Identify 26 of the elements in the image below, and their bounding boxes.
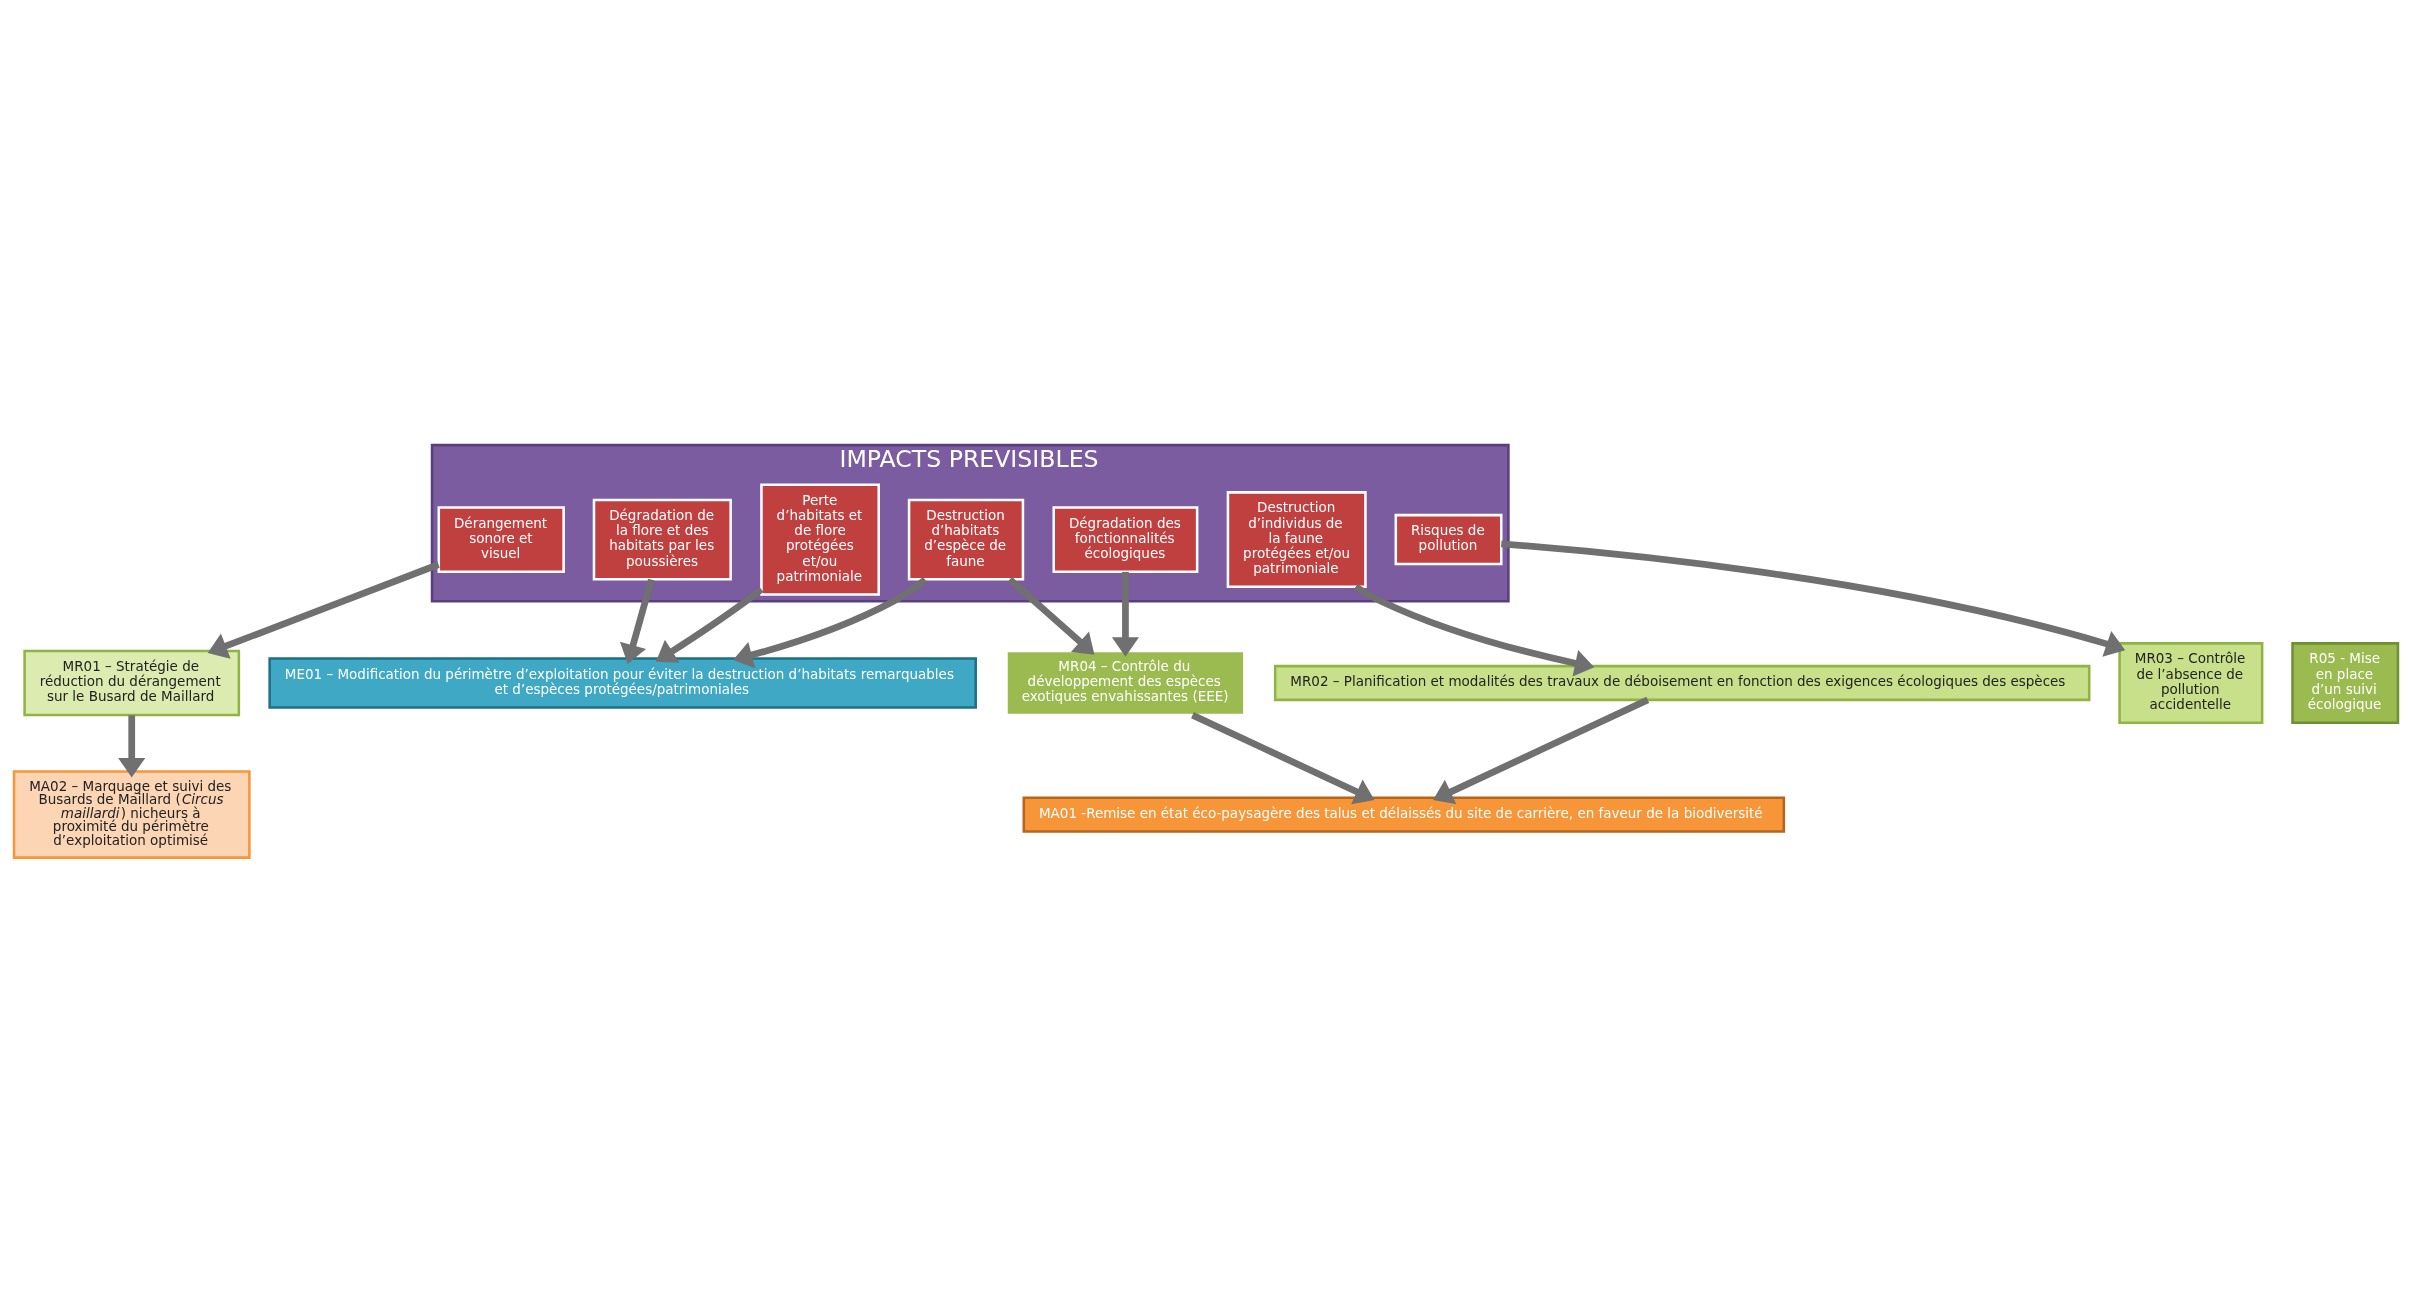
node-box: Perte d’habitats et de flore protégées et/ou patrimoniale [760,483,880,596]
node-box: MR04 – Contrôle du développement des espèces exotiques envahissantes (EEE) [1005,649,1246,717]
node-box: Dérangement sonore et visuel [437,506,565,573]
node-box: MA01 -Remise en état éco-paysagère des talus et délaissés du site de carrière, en faveur de la biodiversité [1022,796,1786,833]
node-box: Dégradation des fonctionnalités écologiques [1052,506,1199,573]
arrow [655,586,764,663]
arrow [1191,712,1375,805]
arrow [1433,696,1650,805]
node-box: MR02 – Planification et modalités des travaux de déboisement en fonction des exigences écologiques des espèces [1273,664,2091,702]
node-box: MR01 – Stratégie de réduction du dérangement sur le Busard de Maillard [23,649,241,717]
arrow [1501,540,2126,657]
node-box: ME01 – Modification du périmètre d’exploitation pour éviter la destruction d’habitats remarquables et d’espèces protégées/patrimoniales [268,657,977,709]
arrow [1007,576,1095,655]
arrow [118,715,146,778]
node-box: Risques de pollution [1394,513,1503,566]
arrow [619,578,655,664]
node-box: Destruction d’habitats d’espèce de faune [907,498,1025,581]
node-box: Dégradation de la flore et des habitats par les poussières [592,498,732,581]
node-box: MR03 – Contrôle de l’absence de pollution accidentelle [2118,642,2264,724]
node-box: R05 - Mise en place d’un suivi écologique [2291,642,2400,724]
arrow [207,561,440,659]
node-box: Destruction d’individus de la faune protégées et/ou patrimoniale [1226,491,1367,589]
arrow [733,576,928,669]
node-box: MA02 – Marquage et suivi des Busards de Maillard (Circus maillardi) nicheurs à proximité du périmètre d’exploitation optimisé [12,770,251,859]
arrow [1353,584,1595,677]
arrow [1111,571,1139,657]
